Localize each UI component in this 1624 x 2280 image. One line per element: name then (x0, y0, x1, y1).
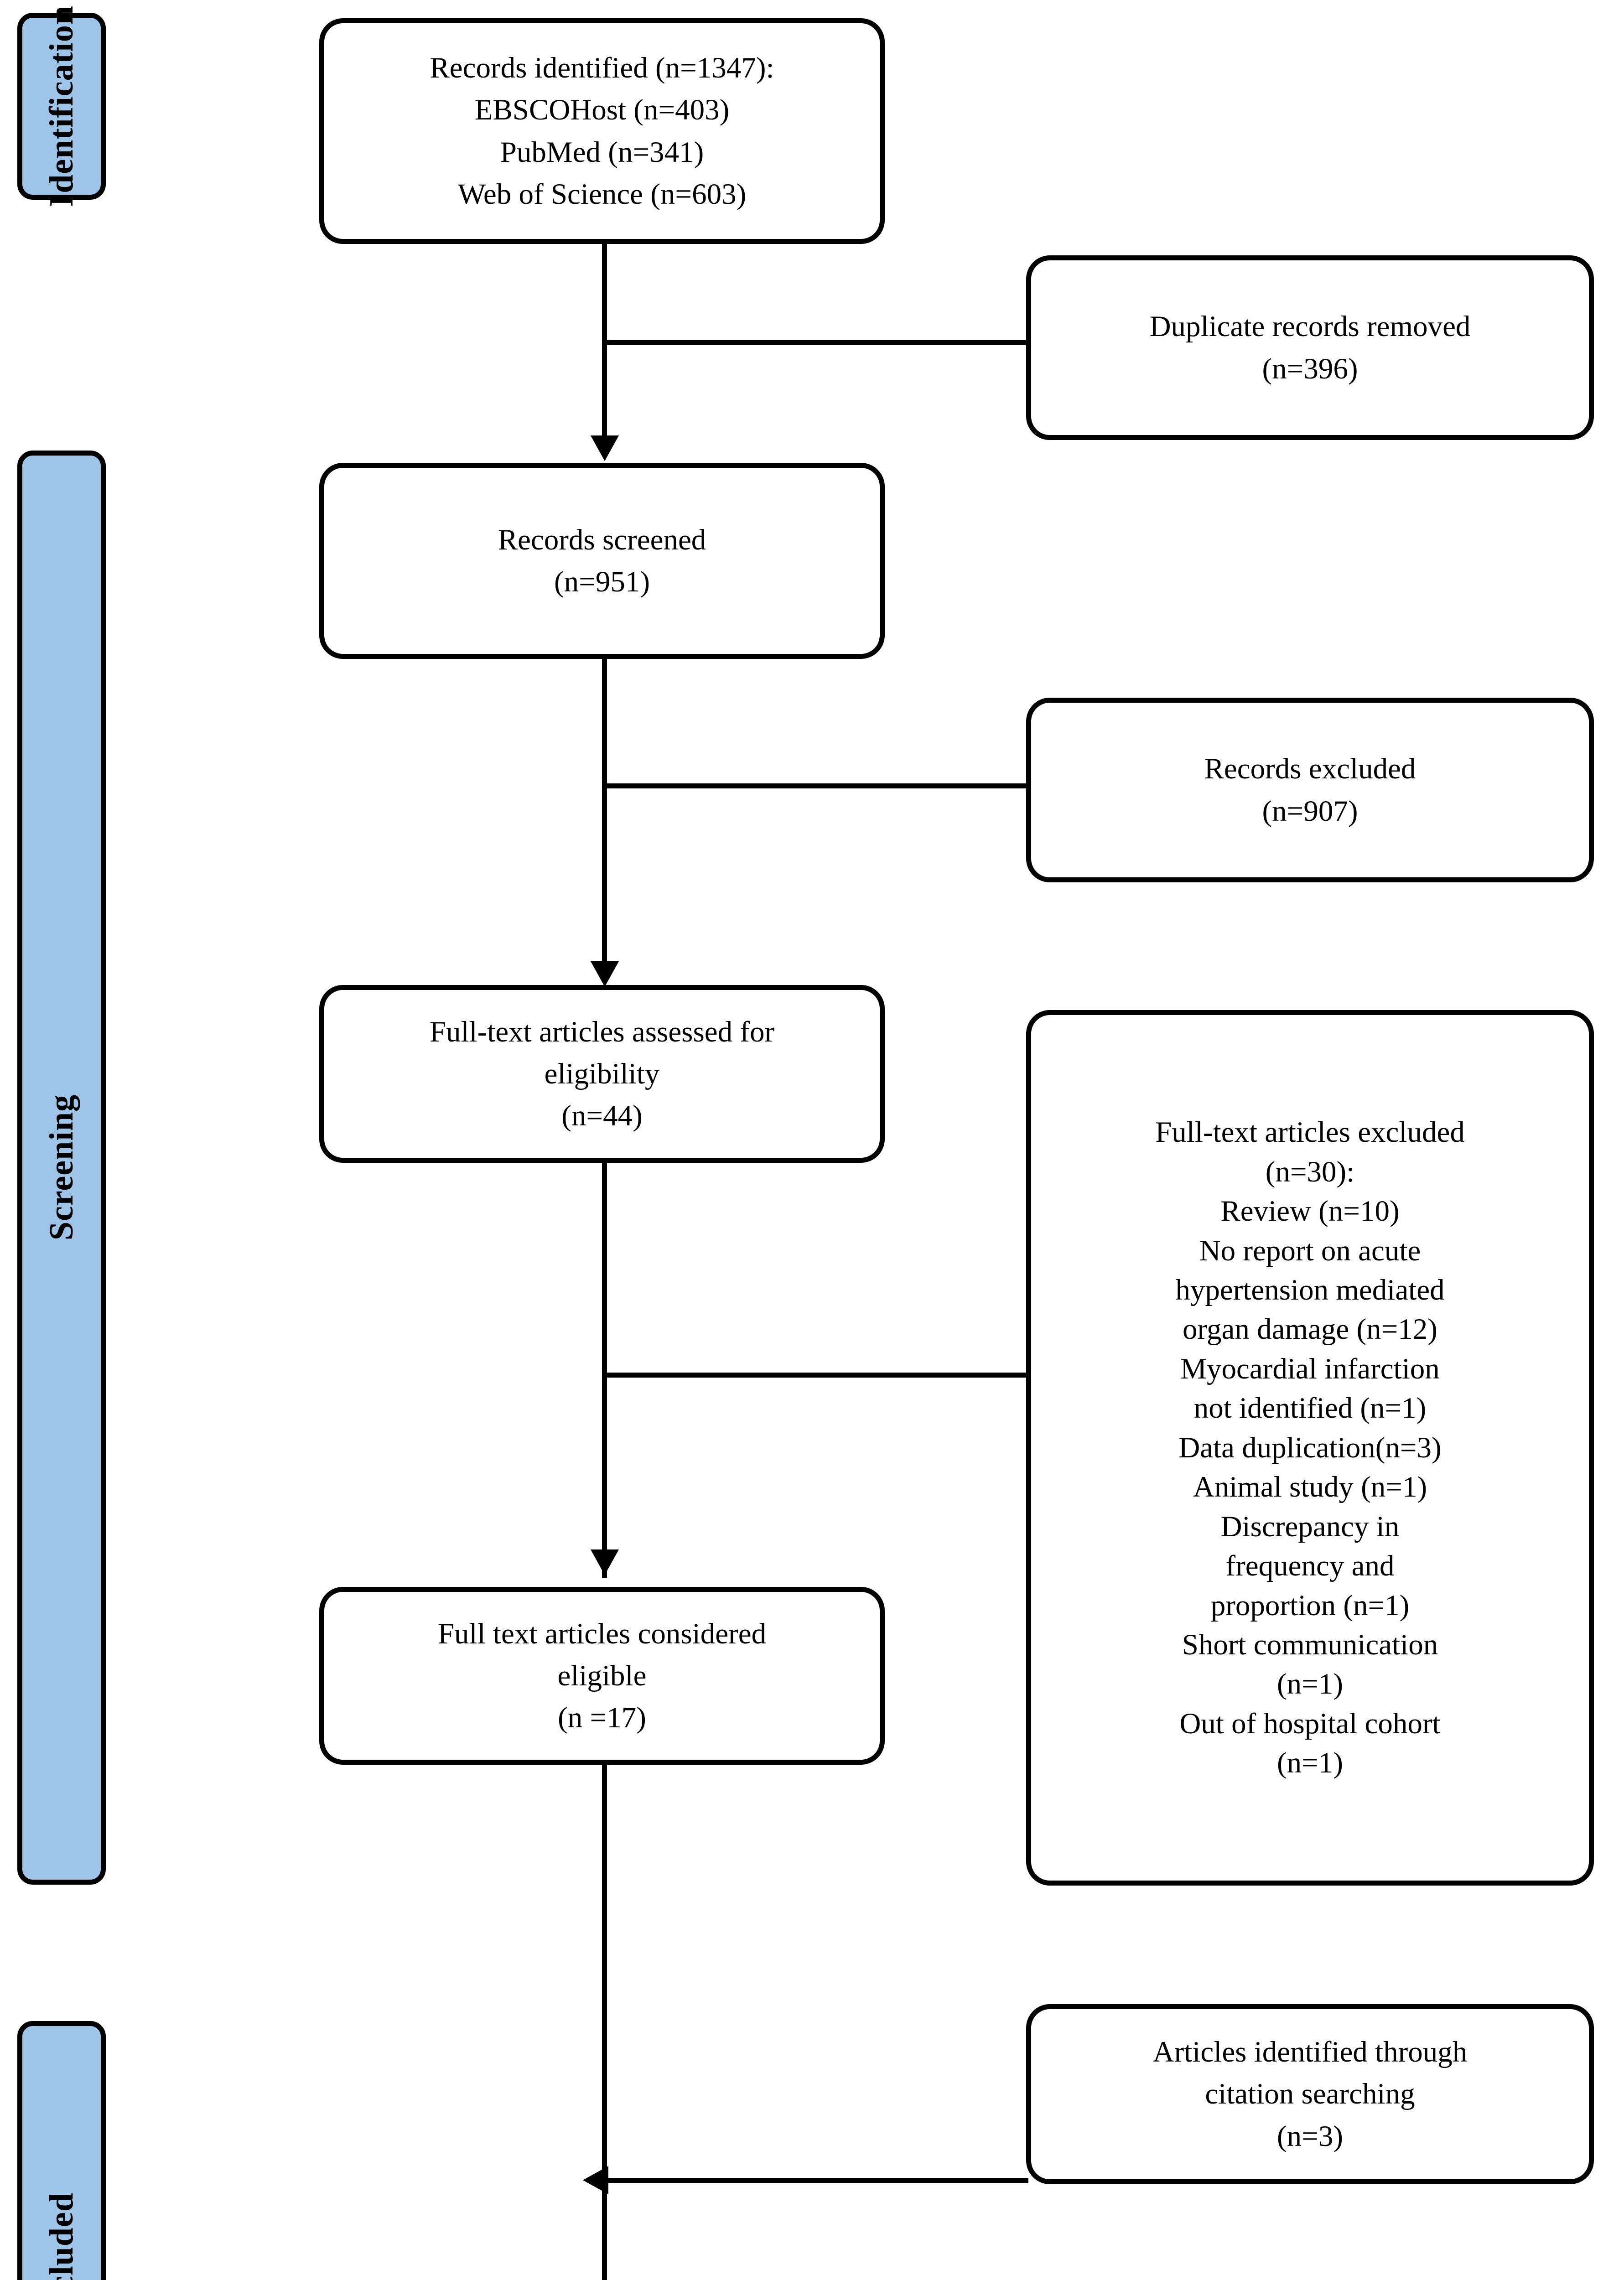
arrowhead-into-main-trunk (583, 2166, 608, 2194)
stage-bar-included: Included (17, 2021, 106, 2280)
connector-to-duplicates-removed (602, 340, 1031, 345)
box-citation-searching-text: Articles identified through citation sea… (1152, 2036, 1468, 2153)
box-fulltext-excluded: Full-text articles excluded (n=30): Revi… (1026, 1010, 1594, 1886)
connector-to-fulltext-excluded (602, 1373, 1031, 1378)
box-fulltext-assessed: Full-text articles assessed for eligibil… (319, 985, 885, 1163)
box-records-excluded-text: Records excluded (n=907) (1204, 752, 1416, 828)
box-records-excluded: Records excluded (n=907) (1026, 698, 1594, 882)
box-fulltext-excluded-text: Full-text articles excluded (n=30): Revi… (1155, 1116, 1465, 1780)
arrowhead-to-fulltext-eligible (591, 1549, 619, 1575)
connector-from-citation-searching (607, 2178, 1028, 2183)
box-records-identified: Records identified (n=1347): EBSCOHost (… (319, 18, 885, 244)
box-duplicate-records-removed: Duplicate records removed (n=396) (1026, 255, 1594, 440)
box-records-identified-text: Records identified (n=1347): EBSCOHost (… (430, 51, 774, 211)
box-duplicate-records-removed-text: Duplicate records removed (n=396) (1149, 310, 1471, 385)
box-fulltext-assessed-text: Full-text articles assessed for eligibil… (429, 1015, 775, 1133)
box-fulltext-eligible-text: Full text articles considered eligible (… (437, 1617, 767, 1735)
connector-screened-to-assessed (602, 657, 607, 976)
arrowhead-to-fulltext-assessed (591, 961, 619, 987)
stage-label-screening: Screening (43, 1094, 80, 1241)
connector-eligible-to-included (602, 1760, 607, 2280)
box-citation-searching: Articles identified through citation sea… (1026, 2004, 1594, 2184)
arrowhead-to-records-screened (591, 435, 619, 461)
stage-bar-screening: Screening (17, 451, 106, 1885)
connector-to-records-excluded (602, 783, 1031, 788)
box-fulltext-eligible: Full text articles considered eligible (… (319, 1587, 885, 1765)
stage-bar-identification: Identification (17, 5, 106, 207)
stage-label-included: Included (43, 2192, 80, 2280)
box-records-screened-text: Records screened (n=951) (498, 523, 706, 598)
box-records-screened: Records screened (n=951) (319, 463, 885, 659)
stage-label-identification: Identification (43, 5, 80, 207)
connector-assessed-to-eligible (602, 1158, 607, 1578)
